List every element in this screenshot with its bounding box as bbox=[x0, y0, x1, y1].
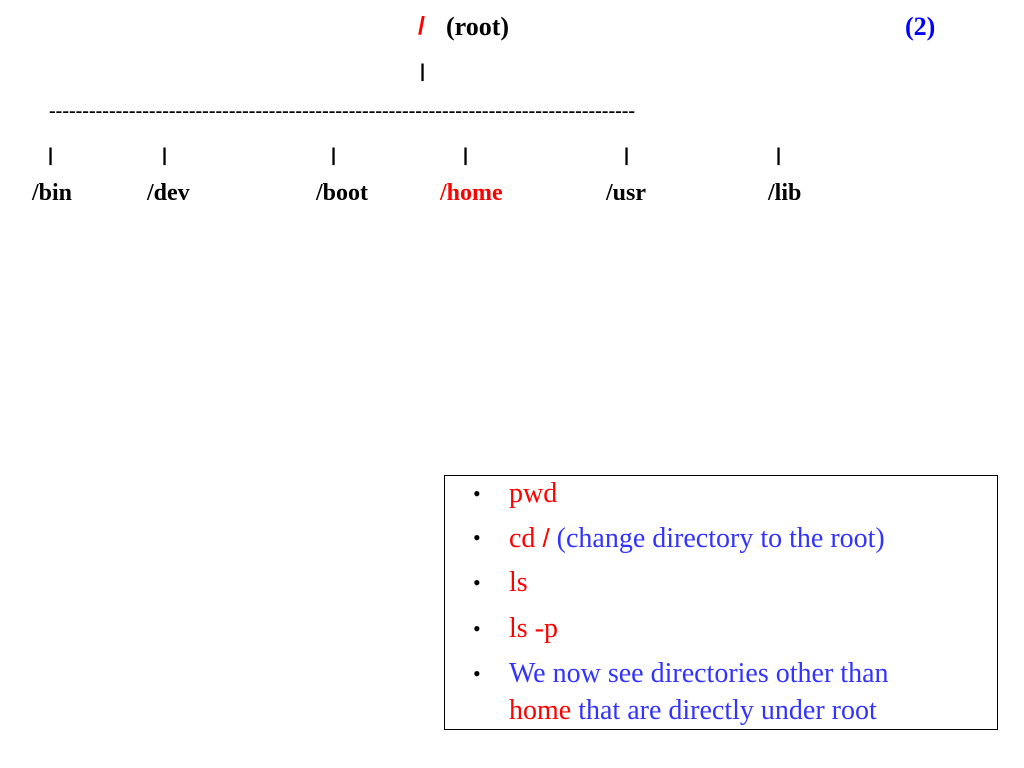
branch-connector-lib: | bbox=[776, 145, 782, 165]
root-connector: | bbox=[420, 61, 426, 81]
directory-bin: /bin bbox=[32, 180, 73, 206]
slide-number: (2) bbox=[905, 12, 936, 41]
branch-connector-home: | bbox=[463, 145, 469, 165]
directory-dev: /dev bbox=[147, 180, 190, 206]
command-pwd: pwd bbox=[509, 478, 558, 509]
command-box: • pwd • cd / (change directory to the ro… bbox=[444, 475, 998, 730]
branch-connector-bin: | bbox=[48, 145, 54, 165]
bullet-icon: • bbox=[473, 525, 481, 550]
branch-connector-boot: | bbox=[331, 145, 337, 165]
branch-connector-dev: | bbox=[162, 145, 168, 165]
note-home: home bbox=[509, 695, 572, 726]
note-line-1: We now see directories other than bbox=[509, 658, 889, 689]
branch-connector-usr: | bbox=[624, 145, 630, 165]
command-cd-line: cd / (change directory to the root) bbox=[509, 520, 885, 557]
command-cd-note: (change directory to the root) bbox=[556, 523, 885, 554]
directory-lib: /lib bbox=[768, 180, 802, 206]
bullet-icon: • bbox=[473, 661, 481, 686]
bullet-icon: • bbox=[473, 481, 481, 506]
bullet-icon: • bbox=[473, 616, 481, 641]
root-slash: / bbox=[418, 12, 425, 40]
command-cd-slash: / bbox=[542, 523, 550, 553]
directory-usr: /usr bbox=[606, 180, 647, 206]
bullet-icon: • bbox=[473, 570, 481, 595]
directory-boot: /boot bbox=[316, 180, 369, 206]
note-rest: that are directly under root bbox=[571, 695, 877, 726]
command-cd: cd bbox=[509, 523, 536, 554]
root-label: (root) bbox=[446, 12, 510, 41]
directory-home: /home bbox=[440, 180, 503, 206]
command-ls-p: ls -p bbox=[509, 613, 558, 644]
note-line-2: home that are directly under root bbox=[509, 693, 877, 729]
command-ls: ls bbox=[509, 567, 528, 598]
branch-line: ----------------------------------------… bbox=[49, 100, 636, 122]
